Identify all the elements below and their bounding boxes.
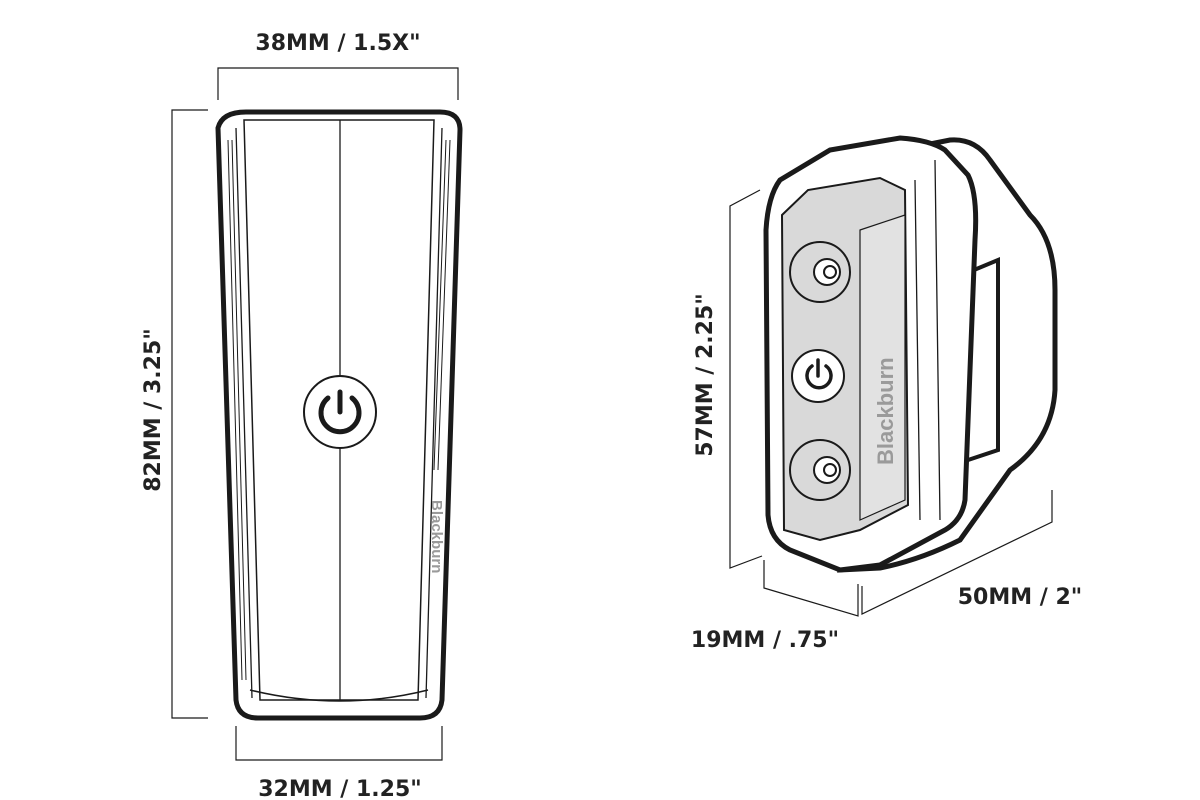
side-groove-lines <box>227 139 451 681</box>
side-height-dimension-line <box>729 189 763 569</box>
power-button-side <box>791 349 845 403</box>
side-width-dimension-line <box>861 490 1053 615</box>
power-button <box>303 375 377 449</box>
side-height-label: 57MM / 2.25" <box>693 293 718 457</box>
side-depth-label: 19MM / .75" <box>691 628 839 653</box>
side-ridge-lines <box>235 127 443 699</box>
bottom-width-dimension-line <box>235 726 443 761</box>
power-icon <box>318 395 362 435</box>
front-height-label: 82MM / 3.25" <box>141 328 166 492</box>
front-lens-edge <box>243 119 435 701</box>
mode-button-top <box>789 241 851 303</box>
power-icon-side <box>805 364 833 390</box>
front-bottom-width-label: 32MM / 1.25" <box>258 777 422 800</box>
front-brand-logo: Blackburn <box>428 500 445 573</box>
side-width-label: 50MM / 2" <box>958 585 1083 610</box>
height-dimension-line <box>171 109 208 719</box>
side-depth-dimension-line <box>763 560 859 617</box>
mode-button-bottom <box>789 439 851 501</box>
side-view: Blackburn <box>729 135 1058 617</box>
side-brand-logo: Blackburn <box>873 357 898 465</box>
bottom-curve <box>249 689 429 702</box>
top-width-dimension-line <box>217 67 459 100</box>
logo-plate <box>859 214 906 521</box>
front-view: Blackburn <box>171 67 463 761</box>
front-top-width-label: 38MM / 1.5X" <box>255 31 420 56</box>
